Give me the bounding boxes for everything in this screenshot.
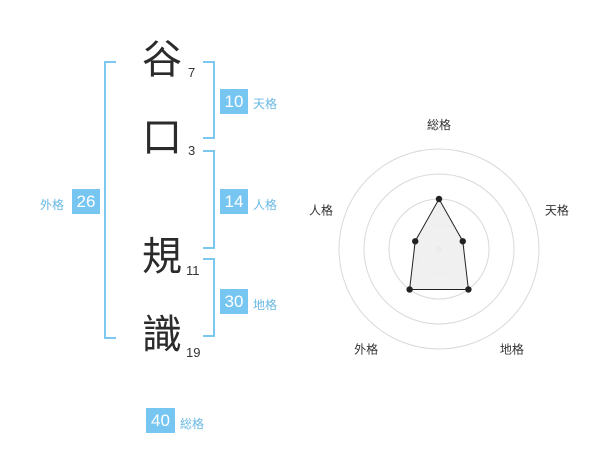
gaikaku-badge: 26: [72, 189, 100, 214]
stroke-count-2: 3: [188, 143, 196, 158]
gaikaku-bracket: [104, 61, 116, 339]
radar-axis-label-5: 人格: [309, 203, 333, 218]
radar-ring-3: [363, 173, 515, 325]
stroke-count-1: 7: [188, 65, 196, 80]
tenkaku-bracket: [203, 61, 215, 139]
radar-ring-4: [338, 148, 540, 350]
stroke-count-4: 19: [186, 345, 201, 360]
gaikaku-label: 外格: [40, 198, 65, 212]
jinkaku-bracket: [203, 150, 215, 249]
tenkaku-badge: 10: [220, 89, 248, 114]
radar-point-1: [435, 195, 443, 203]
jinkaku-badge: 14: [220, 189, 248, 214]
name-char-3: 規: [142, 234, 182, 280]
radar-series-polygon: [409, 197, 469, 290]
name-char-2: 口: [142, 115, 182, 161]
radar-axis-label-2: 天格: [545, 203, 569, 218]
radar-axis-label-1: 総格: [427, 117, 451, 132]
stroke-count-3: 11: [186, 263, 200, 278]
radar-point-3: [465, 286, 472, 293]
jinkaku-label: 人格: [253, 198, 278, 212]
chikaku-badge: 30: [220, 289, 248, 314]
name-char-1: 谷: [142, 37, 182, 83]
tenkaku-label: 天格: [253, 97, 278, 111]
radar-axis-label-3: 地格: [500, 341, 524, 356]
radar-point-4: [406, 286, 413, 293]
soukaku-badge: 40: [146, 408, 175, 433]
radar-point-5: [412, 238, 419, 245]
radar-point-2: [459, 238, 466, 245]
chikaku-label: 地格: [253, 298, 278, 312]
soukaku-label: 総格: [180, 417, 205, 431]
name-char-4: 識: [142, 312, 182, 358]
radar-axis-label-4: 外格: [354, 341, 378, 356]
chikaku-bracket: [203, 258, 215, 337]
